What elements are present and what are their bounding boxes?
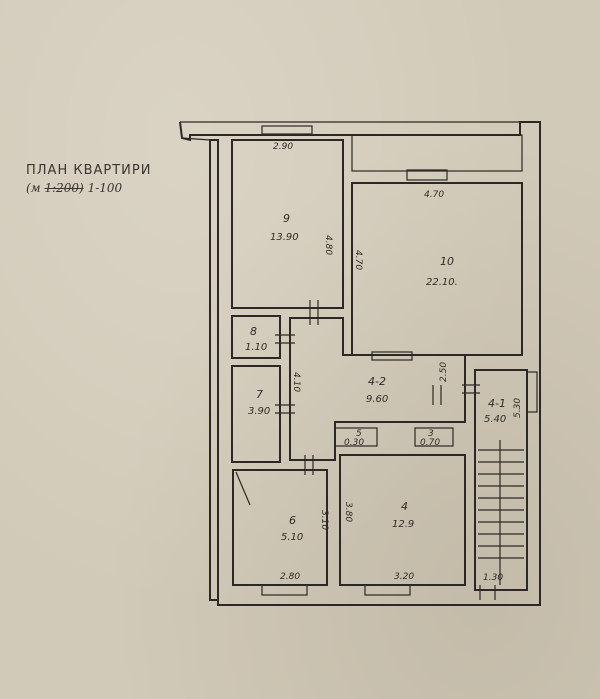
dimension-4-10: 4.10 <box>291 372 301 392</box>
plan-title: ПЛАН КВАРТИРИ <box>26 163 152 178</box>
dimension-2-50: 2.50 <box>439 362 449 382</box>
room-4-number: 4 <box>401 500 408 513</box>
dimension-2-80: 2.80 <box>280 572 300 582</box>
room-4-2-area: 9.60 <box>366 394 388 405</box>
room-10-area: 22.10. <box>426 277 458 288</box>
room-10-outline <box>351 182 523 356</box>
doors <box>235 300 496 600</box>
room-8-number: 8 <box>250 325 257 338</box>
room-6-number: 6 <box>289 514 296 527</box>
room-7-outline <box>231 365 281 463</box>
room-3-area: 0.70 <box>420 438 440 448</box>
room-4-2-number: 4-2 <box>368 375 386 388</box>
plan-scale: (м 1:200) 1-100 <box>26 181 122 195</box>
dimension-3-80: 3.80 <box>343 502 353 522</box>
room-7-number: 7 <box>256 388 263 401</box>
room-4-1-number: 4-1 <box>488 397 506 410</box>
dimension-4-70-side: 4.70 <box>353 250 363 270</box>
room-5-area: 0.30 <box>344 438 364 448</box>
room-4-1-outline <box>474 369 528 591</box>
dimension-3-20: 3.20 <box>394 572 414 582</box>
dimension-3-10: 3.10 <box>319 510 329 530</box>
dimension-5-30: 5.30 <box>513 398 523 418</box>
room-4-area: 12.9 <box>392 519 414 530</box>
room-5-outline <box>334 427 378 447</box>
room-8-outline <box>231 315 281 359</box>
room-9-outline <box>231 139 344 309</box>
scale-new: 1-100 <box>87 181 123 195</box>
outer-walls <box>179 121 541 606</box>
windows <box>261 125 538 596</box>
room-9-area: 13.90 <box>270 232 299 243</box>
room-6-outline <box>232 469 328 586</box>
dimension-2-90: 2.90 <box>273 142 293 152</box>
room-4-1-area: 5.40 <box>484 414 506 425</box>
dimension-4-70-top: 4.70 <box>424 190 444 200</box>
room-8-area: 1.10 <box>245 342 267 353</box>
room-6-area: 5.10 <box>281 532 303 543</box>
stairs <box>478 440 524 585</box>
top-right-space <box>351 134 523 172</box>
room-3-number: 3 <box>428 429 434 439</box>
room-7-area: 3.90 <box>248 406 270 417</box>
scale-old: 1:200) <box>44 181 84 195</box>
room-5-number: 5 <box>356 429 362 439</box>
room-10-number: 10 <box>440 255 454 268</box>
room-9-number: 9 <box>283 212 290 225</box>
room-3-outline <box>414 427 454 447</box>
dimension-4-80: 4.80 <box>323 235 333 255</box>
dimension-1-30: 1.30 <box>483 573 503 583</box>
scale-prefix: (м <box>26 181 41 195</box>
